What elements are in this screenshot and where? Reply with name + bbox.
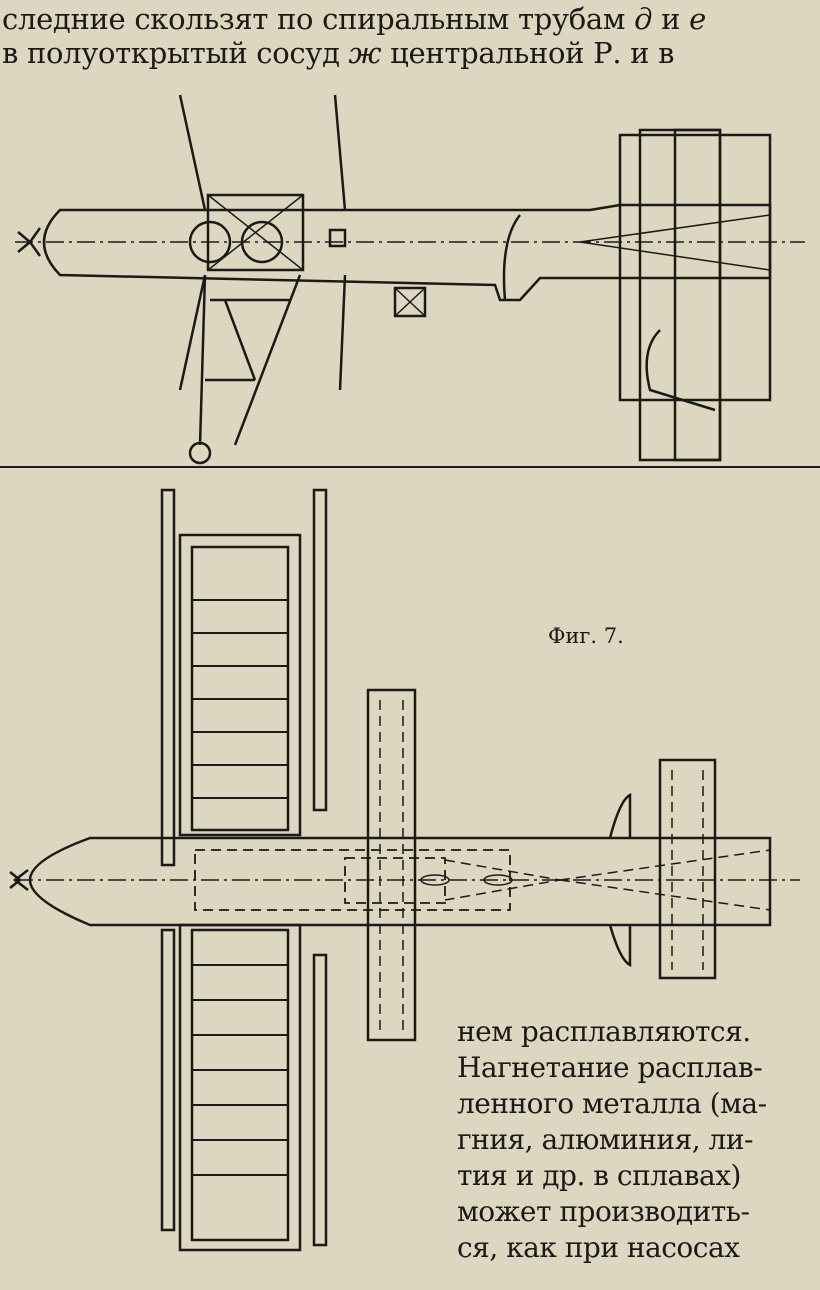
side-view: [0, 94, 820, 468]
tail-skid: [645, 329, 716, 412]
wing-strut-left: [178, 94, 207, 391]
label-e: е: [689, 2, 706, 36]
figure-caption: Фиг. 7.: [548, 624, 624, 648]
column-text-line: нем расплавляются.: [457, 1015, 751, 1048]
column-text-line: Нагнетание расплав-: [457, 1051, 763, 1084]
label-d: д: [634, 2, 653, 36]
label-zh: ж: [348, 36, 382, 70]
landing-gear: [198, 274, 302, 446]
column-text-line: гния, алюминия, ли-: [457, 1123, 753, 1156]
column-text-line: ленного металла (ма-: [457, 1087, 767, 1120]
tail-fin: [638, 128, 722, 462]
propeller: [17, 227, 42, 257]
text: центральной Р. и в: [381, 36, 675, 70]
body-text-line-1: следние скользят по спиральным трубам д …: [2, 2, 706, 36]
column-text-line: ся, как при насосах: [457, 1231, 740, 1264]
text: и: [652, 2, 690, 36]
column-text-line: может производить-: [457, 1195, 750, 1228]
upper-wing: [178, 533, 302, 837]
wing-strut-right: [333, 94, 347, 391]
mid-wing: [366, 688, 417, 1042]
propeller-plan: [9, 869, 29, 891]
text: в полуоткрытый сосуд: [2, 36, 349, 70]
tail-plan: [658, 758, 717, 980]
fuselage-plan: [28, 836, 772, 927]
text: следние скользят по спиральным трубам: [2, 2, 635, 36]
body-text-line-2: в полуоткрытый сосуд ж центральной Р. и …: [2, 36, 674, 70]
plan-view: [9, 488, 800, 1252]
lower-wing: [178, 923, 302, 1252]
fuselage: [42, 203, 772, 302]
column-text-line: тия и др. в сплавах): [457, 1159, 741, 1192]
